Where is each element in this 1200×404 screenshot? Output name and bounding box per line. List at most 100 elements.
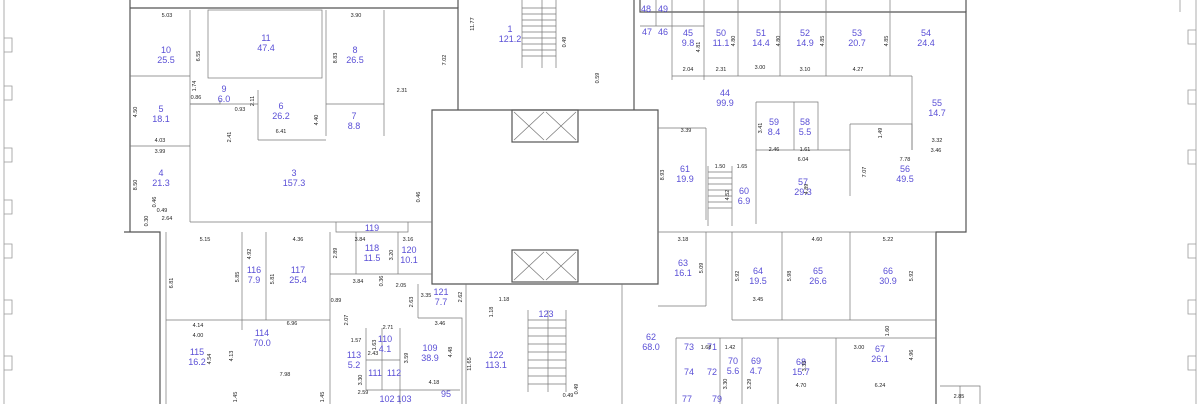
room-area: 157.3 xyxy=(283,178,306,188)
dimension-label: 4.81 xyxy=(696,42,702,53)
dimension-label: 8.50 xyxy=(133,180,139,191)
room-area: 121.2 xyxy=(499,34,522,44)
room-60: 606.9 xyxy=(738,186,751,206)
room-number: 56 xyxy=(900,164,910,174)
room-73: 73 xyxy=(684,342,694,352)
dimension-label: 4.14 xyxy=(193,323,204,329)
room-number: 51 xyxy=(756,28,766,38)
room-9: 96.0 xyxy=(218,84,231,104)
dimension-label: 3.90 xyxy=(351,13,362,19)
room-number: 114 xyxy=(255,328,269,338)
dimension-label: 1.49 xyxy=(878,128,884,139)
room-number: 113 xyxy=(347,350,361,360)
room-area: 49.5 xyxy=(896,174,914,184)
room-77: 77 xyxy=(682,394,692,404)
dimension-label: 3.46 xyxy=(931,148,942,154)
dimension-label: 0.49 xyxy=(563,393,574,399)
dimension-label: 3.00 xyxy=(854,345,865,351)
room-number: 4 xyxy=(158,168,163,178)
dimension-label: 1.50 xyxy=(715,164,726,170)
dimension-label: 1.18 xyxy=(489,307,495,318)
room-number: 112 xyxy=(387,368,401,378)
room-102: 102 xyxy=(379,394,394,404)
dimension-label: 0.89 xyxy=(331,298,342,304)
room-number: 115 xyxy=(190,347,204,357)
room-number: 57 xyxy=(798,177,808,187)
dimension-label: 1.74 xyxy=(192,81,198,92)
room-area: 8.8 xyxy=(348,121,361,131)
room-72: 72 xyxy=(707,367,717,377)
room-number: 44 xyxy=(720,88,730,98)
dimension-label: 4.54 xyxy=(207,354,213,365)
room-area: 5.5 xyxy=(799,127,812,137)
dimension-label: 3.45 xyxy=(753,297,764,303)
room-area: 4.1 xyxy=(379,344,392,354)
room-number: 61 xyxy=(680,164,690,174)
room-103: 103 xyxy=(396,394,411,404)
room-number: 10 xyxy=(161,45,171,55)
dimension-label: 4.85 xyxy=(884,36,890,47)
dimension-label: 1.68 xyxy=(701,345,712,351)
room-area: 19.9 xyxy=(676,174,694,184)
room-45: 459.8 xyxy=(682,28,695,48)
dimension-label: 4.18 xyxy=(429,380,440,386)
room-area: 47.4 xyxy=(257,43,275,53)
room-area: 14.7 xyxy=(928,108,946,118)
room-number: 123 xyxy=(538,309,553,319)
room-5: 518.1 xyxy=(152,104,170,124)
room-number: 3 xyxy=(291,168,296,178)
room-number: 54 xyxy=(921,28,931,38)
dimension-label: 2.46 xyxy=(769,147,780,153)
walls xyxy=(124,0,981,404)
dimension-label: 4.70 xyxy=(796,383,807,389)
dimension-label: 4.00 xyxy=(193,333,204,339)
room-area: 26.6 xyxy=(809,276,827,286)
dimension-label: 0.59 xyxy=(595,73,601,84)
room-area: 9.8 xyxy=(682,38,695,48)
dimension-label: 2.59 xyxy=(358,390,369,396)
dimension-label: 2.85 xyxy=(954,394,965,400)
dimension-label: 1.45 xyxy=(233,392,239,403)
dimension-label: 2.04 xyxy=(683,67,694,73)
room-number: 111 xyxy=(368,368,382,378)
dimension-label: 7.07 xyxy=(862,167,868,178)
room-number: 55 xyxy=(932,98,942,108)
room-119: 119 xyxy=(365,223,379,233)
dimension-label: 4.03 xyxy=(155,138,166,144)
room-number: 72 xyxy=(707,367,717,377)
room-70: 705.6 xyxy=(727,356,740,376)
room-area: 14.9 xyxy=(796,38,814,48)
room-112: 112 xyxy=(387,368,401,378)
dimension-label: 3.00 xyxy=(755,65,766,71)
room-number: 79 xyxy=(712,394,722,404)
dimension-label: 5.15 xyxy=(200,237,211,243)
dimension-label: 3.41 xyxy=(758,123,764,134)
dimension-label: 3.32 xyxy=(932,138,943,144)
room-area: 10.1 xyxy=(400,255,418,265)
room-number: 48 xyxy=(641,4,651,14)
dimension-label: 4.80 xyxy=(776,36,782,47)
dimension-label: 3.35 xyxy=(802,361,808,372)
room-number: 45 xyxy=(683,28,693,38)
room-48: 48 xyxy=(641,4,651,14)
room-area: 25.5 xyxy=(157,55,175,65)
dimension-label: 3.59 xyxy=(404,353,410,364)
room-number: 53 xyxy=(852,28,862,38)
room-79: 79 xyxy=(712,394,722,404)
dimension-label: 0.46 xyxy=(152,197,158,208)
room-number: 63 xyxy=(678,258,688,268)
room-number: 58 xyxy=(800,117,810,127)
dimension-label: 4.60 xyxy=(812,237,823,243)
